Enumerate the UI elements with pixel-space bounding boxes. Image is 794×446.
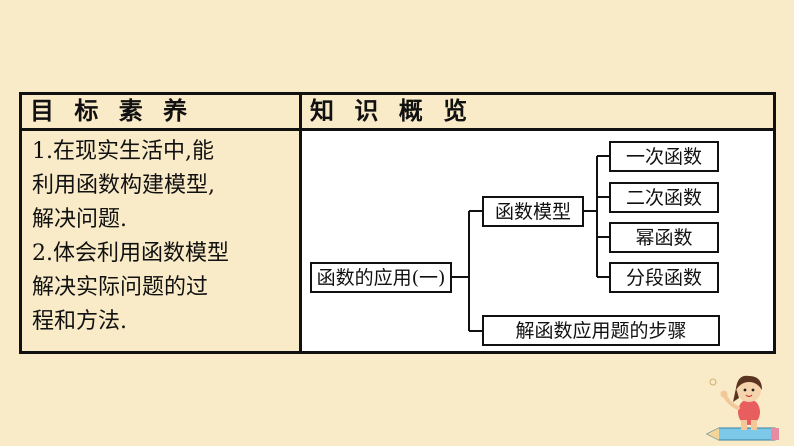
model-node: 函数模型 — [482, 196, 584, 227]
knowledge-diagram: 函数的应用(一) 函数模型 一次函数 二次函数 幂函数 分段函数 解函数应用题的… — [302, 131, 773, 351]
goal-line: 解决问题. — [32, 207, 127, 232]
goal-line: 2.体会利用函数模型 — [32, 241, 229, 266]
diagram-connectors — [452, 155, 609, 332]
header-knowledge-overview: 知 识 概 览 — [310, 97, 474, 125]
cartoon-girl-on-pencil-illustration — [705, 375, 779, 441]
child-node-piecewise: 分段函数 — [609, 262, 719, 293]
goal-line: 解决实际问题的过 — [32, 275, 209, 300]
header-objectives: 目 标 素 养 — [22, 95, 302, 128]
content-table: 目 标 素 养 知 识 概 览 1.在现实生活中,能 利用函数构建模型, 解决问… — [19, 92, 776, 354]
steps-node: 解函数应用题的步骤 — [482, 315, 720, 346]
root-node: 函数的应用(一) — [310, 262, 452, 293]
goal-line: 程和方法. — [32, 309, 127, 334]
child-node-quadratic: 二次函数 — [609, 182, 719, 213]
objectives-cell: 1.在现实生活中,能 利用函数构建模型, 解决问题. 2.体会利用函数模型 解决… — [22, 131, 302, 351]
child-node-linear: 一次函数 — [609, 141, 719, 172]
table-header-row: 目 标 素 养 知 识 概 览 — [22, 95, 773, 131]
goal-line: 1.在现实生活中,能 — [32, 139, 214, 164]
goal-line: 利用函数构建模型, — [32, 173, 215, 198]
child-node-power: 幂函数 — [609, 222, 719, 253]
